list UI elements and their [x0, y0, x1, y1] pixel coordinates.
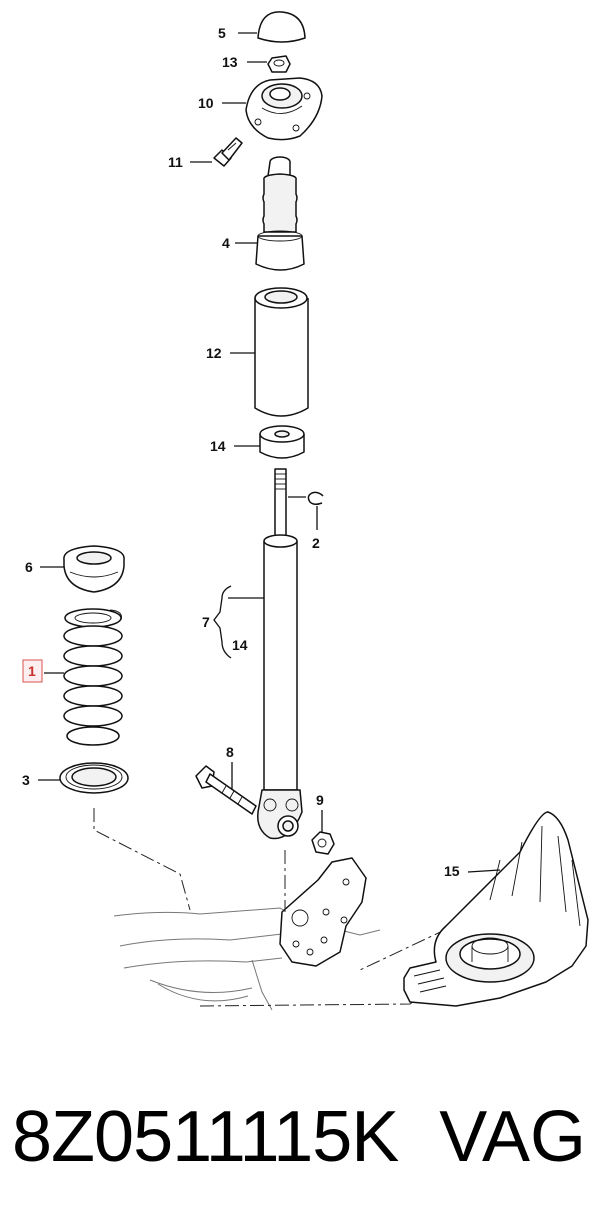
- lower-nut-part[interactable]: [311, 831, 335, 855]
- spring-seat-upper-part[interactable]: [63, 545, 125, 593]
- callout-6[interactable]: 6: [25, 559, 33, 575]
- callout-4[interactable]: 4: [222, 235, 230, 251]
- footer-caption: 8Z0511115K VAG: [0, 1082, 600, 1192]
- wheel-arch-liner-part[interactable]: [403, 811, 589, 1007]
- callout-1[interactable]: 1: [28, 663, 36, 679]
- callout-11[interactable]: 11: [168, 154, 183, 170]
- part-number: 8Z0511115K: [12, 1097, 399, 1177]
- spacer-ring-part[interactable]: [259, 425, 305, 459]
- callout-5[interactable]: 5: [218, 25, 226, 41]
- spring-seat-lower-part[interactable]: [59, 762, 129, 794]
- callout-1-highlight: [22, 659, 43, 683]
- callout-8[interactable]: 8: [226, 744, 234, 760]
- mount-bolt-part[interactable]: [213, 137, 243, 167]
- coil-spring-part[interactable]: [63, 608, 123, 746]
- callout-12[interactable]: 12: [206, 345, 222, 361]
- protective-tube-part[interactable]: [254, 287, 309, 417]
- lower-bolt-part[interactable]: [195, 765, 257, 815]
- callout-14[interactable]: 14: [210, 438, 226, 454]
- rear-axle-background: [113, 857, 381, 1011]
- top-mount-part[interactable]: [245, 77, 323, 141]
- callout-2[interactable]: 2: [312, 535, 320, 551]
- dust-cap-part[interactable]: [257, 11, 306, 43]
- callout-15[interactable]: 15: [444, 863, 460, 879]
- shock-absorber-part[interactable]: [257, 468, 303, 840]
- callout-13[interactable]: 13: [222, 54, 238, 70]
- callout-3[interactable]: 3: [22, 772, 30, 788]
- brand-name: VAG: [439, 1097, 586, 1177]
- top-nut-part[interactable]: [267, 55, 291, 73]
- circlip-part[interactable]: [307, 491, 324, 506]
- callout-7[interactable]: 7: [202, 614, 210, 630]
- bump-stop-part[interactable]: [255, 156, 305, 271]
- callout-9[interactable]: 9: [316, 792, 324, 808]
- callout-10[interactable]: 10: [198, 95, 214, 111]
- callout-7-detail-14[interactable]: 14: [232, 637, 248, 653]
